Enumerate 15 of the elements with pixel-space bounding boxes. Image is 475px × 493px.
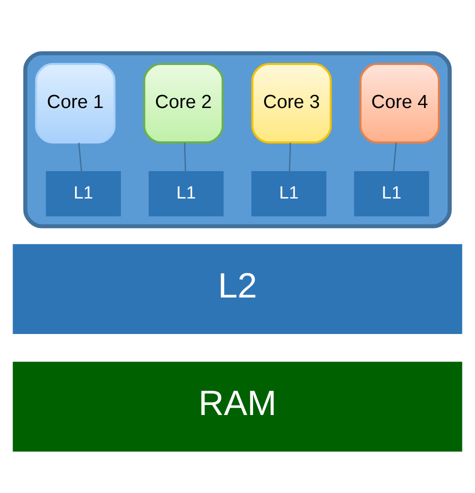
connector: [288, 142, 292, 172]
connector: [184, 142, 186, 172]
node-box: Core 2: [143, 63, 224, 144]
node-box: RAM: [12, 362, 462, 452]
node-box: Core 4: [359, 63, 440, 144]
connector: [392, 142, 397, 172]
node-box: Core 3: [251, 63, 332, 144]
node-box: Core 1: [35, 63, 116, 144]
node-box: L1: [251, 171, 326, 216]
node-box: L1: [354, 171, 430, 216]
node-box: L1: [148, 171, 224, 216]
connector: [78, 142, 82, 172]
node-box: L1: [46, 171, 121, 216]
node-box: L2: [12, 244, 462, 334]
cluster: [23, 51, 452, 228]
